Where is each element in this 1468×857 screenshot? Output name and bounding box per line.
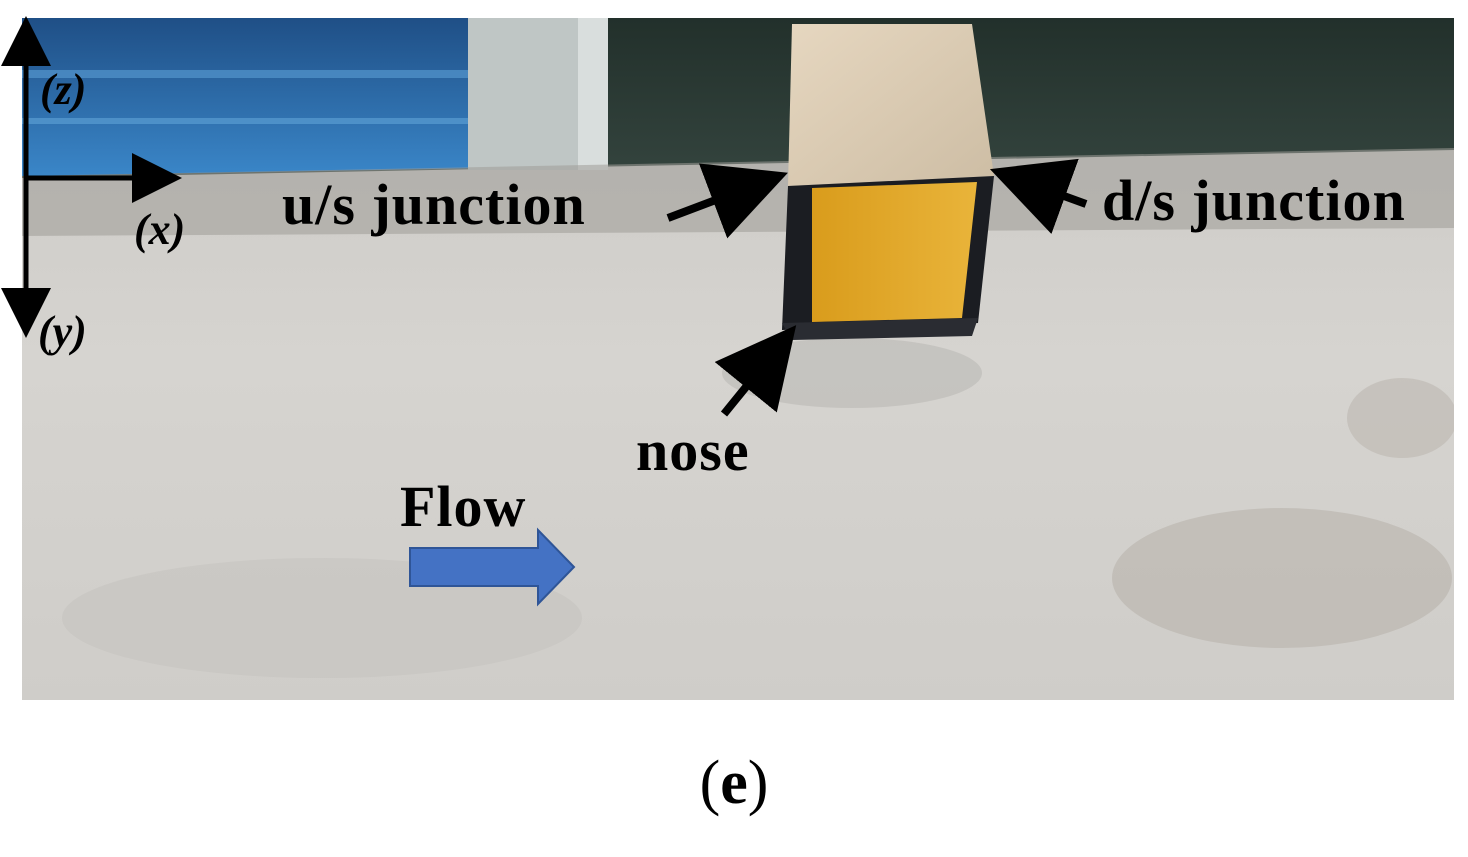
figure-caption: (e) bbox=[0, 752, 1468, 814]
flow-arrow bbox=[409, 527, 576, 607]
block-top bbox=[788, 24, 994, 186]
block-face bbox=[812, 182, 977, 322]
caption-open-paren: ( bbox=[699, 749, 721, 817]
glass-stripe bbox=[22, 70, 492, 78]
scour-stain bbox=[1112, 508, 1452, 648]
nose-arrow bbox=[714, 325, 797, 417]
flume-photo bbox=[22, 18, 1454, 700]
glass-stripe bbox=[22, 118, 492, 124]
scour-stain bbox=[1347, 378, 1454, 458]
flume-scene bbox=[22, 18, 1454, 700]
nose-label: nose bbox=[636, 418, 750, 483]
block-nose-edge bbox=[782, 318, 978, 340]
caption-letter: e bbox=[720, 749, 748, 817]
caption-close-paren: ) bbox=[747, 749, 769, 817]
z-axis-label: (z) bbox=[40, 65, 87, 114]
wall-post-edge bbox=[578, 18, 608, 170]
flow-label: Flow bbox=[400, 474, 527, 539]
sand-patch bbox=[62, 558, 582, 678]
us-junction-label: u/s junction bbox=[282, 172, 586, 237]
glass-panel bbox=[22, 18, 492, 176]
ds-junction-label: d/s junction bbox=[1102, 168, 1406, 233]
y-axis-label: (y) bbox=[38, 307, 87, 356]
us-junction-arrow bbox=[666, 163, 788, 239]
ds-junction-arrow bbox=[989, 158, 1088, 234]
x-axis-label: (x) bbox=[134, 205, 186, 254]
